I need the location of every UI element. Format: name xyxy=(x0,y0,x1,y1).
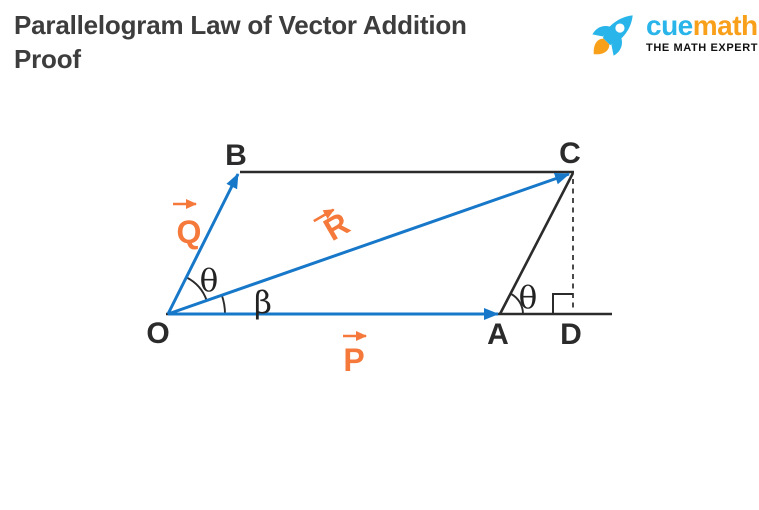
vector-Q-line xyxy=(166,173,240,315)
logo-text: cuemath THE MATH EXPERT xyxy=(646,2,759,55)
point-label-D: D xyxy=(560,318,582,351)
page-title-line1: Parallelogram Law of Vector Addition xyxy=(14,10,467,40)
right-angle-mark-D xyxy=(552,293,573,314)
rocket-window xyxy=(615,23,625,33)
rocket-flame xyxy=(593,38,610,55)
point-label-C: C xyxy=(559,137,581,170)
rocket-icon xyxy=(592,15,633,56)
vector-R-letter: R xyxy=(317,205,355,248)
point-label-O: O xyxy=(146,317,169,350)
angle-label-theta-A: θ xyxy=(519,280,538,316)
vector-R-overarrow-icon xyxy=(313,208,335,223)
logo-cue: cue xyxy=(646,10,693,41)
vector-label-Q: Q xyxy=(173,199,202,250)
angle-label-beta-O: β xyxy=(254,285,272,321)
vector-label-P: P xyxy=(343,331,367,378)
vector-Q-letter: Q xyxy=(177,214,202,250)
arc-theta-A xyxy=(510,292,524,315)
point-label-A: A xyxy=(487,318,509,351)
arc-beta-O xyxy=(220,294,226,315)
page-title-line2: Proof xyxy=(14,44,81,74)
vector-R-line xyxy=(167,172,570,316)
logo-tagline: THE MATH EXPERT xyxy=(646,42,759,54)
rocket-fin-right xyxy=(611,37,622,56)
side-AC xyxy=(498,172,575,315)
point-label-B: B xyxy=(225,139,247,172)
vector-P-letter: P xyxy=(343,342,364,378)
logo-wordmark: cuemath xyxy=(646,12,758,40)
vector-label-R: R xyxy=(313,205,356,248)
rocket-fin-left xyxy=(592,26,611,37)
cuemath-logo: cuemath THE MATH EXPERT xyxy=(584,2,759,64)
page-title: Parallelogram Law of Vector Addition Pro… xyxy=(14,8,467,76)
logo-math: math xyxy=(692,10,758,41)
arc-theta-O xyxy=(186,276,208,301)
angle-label-theta-O: θ xyxy=(200,263,219,299)
